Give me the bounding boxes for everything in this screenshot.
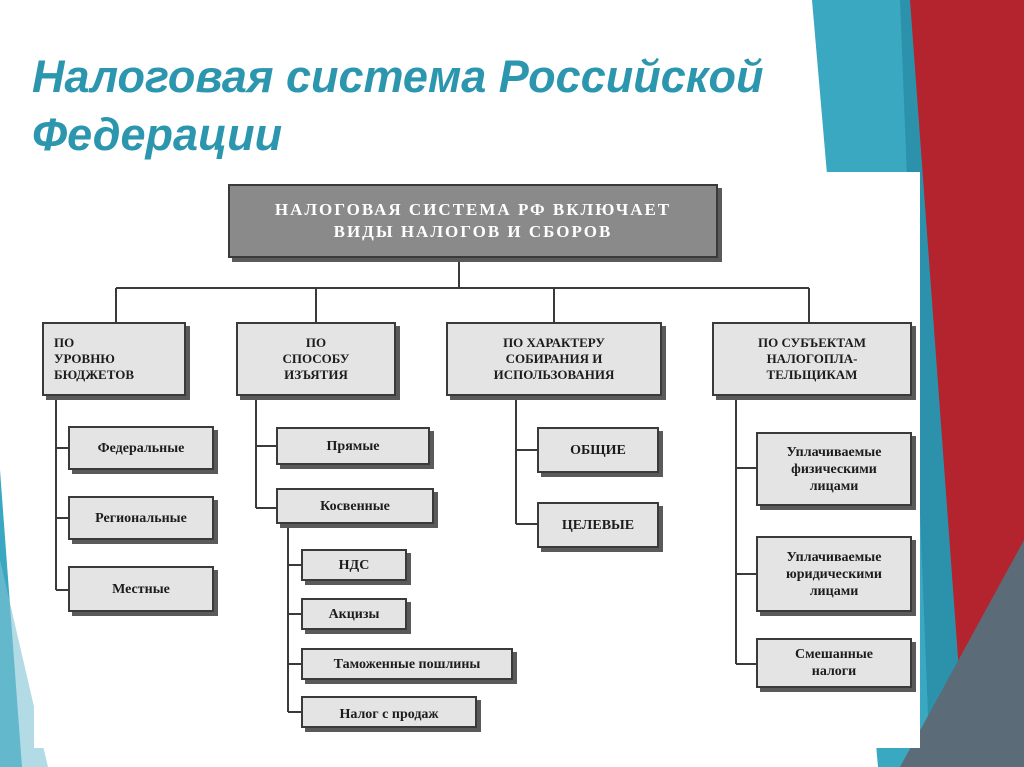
item-label: Налог с продаж — [339, 707, 439, 722]
item-regional: Региональные — [68, 496, 214, 540]
category-collection-character: ПО ХАРАКТЕРУ СОБИРАНИЯ И ИСПОЛЬЗОВАНИЯ — [446, 322, 662, 396]
category-label: ПО УРОВНЮ БЮДЖЕТОВ — [54, 335, 135, 382]
item-indirect: Косвенные — [276, 488, 434, 524]
item-direct: Прямые — [276, 427, 430, 465]
subitem-sales-tax: Налог с продаж — [301, 696, 477, 728]
item-targeted: ЦЕЛЕВЫЕ — [537, 502, 659, 548]
item-label: Федеральные — [97, 440, 185, 456]
category-collection-method: ПО СПОСОБУ ИЗЪЯТИЯ — [236, 322, 396, 396]
item-label: Прямые — [326, 438, 380, 454]
category-taxpayers: ПО СУБЪЕКТАМ НАЛОГОПЛА- ТЕЛЬЩИКАМ — [712, 322, 912, 396]
category-label: ПО СУБЪЕКТАМ НАЛОГОПЛА- ТЕЛЬЩИКАМ — [757, 335, 867, 382]
item-label: Косвенные — [320, 498, 390, 514]
item-label: Региональные — [95, 510, 187, 526]
subitem-excises: Акцизы — [301, 598, 407, 630]
item-label: Уплачиваемые юридическими лицами — [786, 549, 882, 599]
item-local: Местные — [68, 566, 214, 612]
item-label: Таможенные пошлины — [333, 656, 481, 672]
red-accent-shape — [910, 0, 1024, 767]
category-budget-level: ПО УРОВНЮ БЮДЖЕТОВ — [42, 322, 186, 396]
item-mixed-taxes: Смешанные налоги — [756, 638, 912, 688]
category-label: ПО ХАРАКТЕРУ СОБИРАНИЯ И ИСПОЛЬЗОВАНИЯ — [493, 335, 615, 382]
item-label: Смешанные налоги — [795, 647, 873, 679]
item-label: Местные — [112, 581, 170, 597]
item-federal: Федеральные — [68, 426, 214, 470]
slate-accent-shape — [900, 540, 1024, 767]
item-label: ОБЩИЕ — [570, 442, 626, 458]
subitem-vat: НДС — [301, 549, 407, 581]
item-label: НДС — [338, 557, 370, 573]
subitem-customs-duties: Таможенные пошлины — [301, 648, 513, 680]
slide-title: Налоговая система Российской Федерации — [32, 51, 764, 160]
tax-system-diagram: НАЛОГОВАЯ СИСТЕМА РФ ВКЛЮЧАЕТ ВИДЫ НАЛОГ… — [34, 172, 920, 748]
item-paid-by-legal-entities: Уплачиваемые юридическими лицами — [756, 536, 912, 612]
item-general: ОБЩИЕ — [537, 427, 659, 473]
root-label: НАЛОГОВАЯ СИСТЕМА РФ ВКЛЮЧАЕТ ВИДЫ НАЛОГ… — [274, 200, 672, 241]
item-label: Акцизы — [328, 606, 380, 622]
item-label: Уплачиваемые физическими лицами — [786, 444, 882, 494]
diagram-connectors — [55, 259, 810, 713]
root-box: НАЛОГОВАЯ СИСТЕМА РФ ВКЛЮЧАЕТ ВИДЫ НАЛОГ… — [228, 184, 718, 258]
item-paid-by-individuals: Уплачиваемые физическими лицами — [756, 432, 912, 506]
category-label: ПО СПОСОБУ ИЗЪЯТИЯ — [282, 335, 350, 382]
item-label: ЦЕЛЕВЫЕ — [561, 517, 635, 533]
